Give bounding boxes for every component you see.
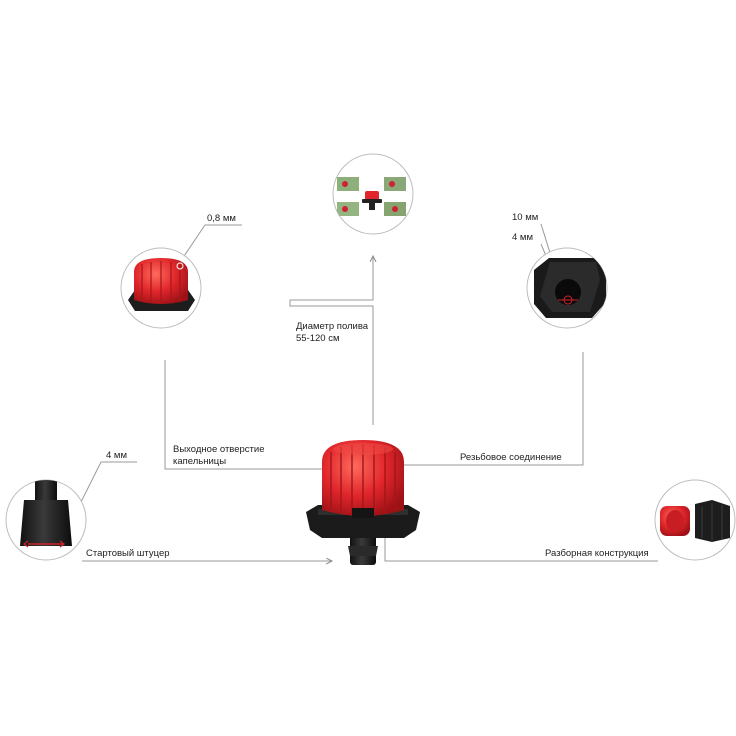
- collapsible-design-label: Разборная конструкция: [545, 548, 649, 559]
- main-dripper: [306, 440, 420, 565]
- outlet-connector: [164, 360, 345, 470]
- starter-size-label: 4 мм: [106, 450, 127, 461]
- thread-connection-label: Резьбовое соединение: [460, 452, 562, 463]
- starter-closeup-circle: [5, 479, 87, 561]
- watering-diameter-line2: 55-120 см: [296, 333, 340, 344]
- outlet-closeup-circle: [120, 247, 202, 329]
- watering-connector: [289, 256, 373, 425]
- connector-lines: [61, 223, 658, 561]
- outlet-leader: [175, 224, 242, 269]
- watering-diameter-line1: Диаметр полива: [296, 321, 369, 332]
- mini-dripper-cap: [365, 191, 379, 200]
- thread-closeup-circle: [526, 247, 608, 329]
- thread-connector: [398, 352, 584, 466]
- outlet-size-label: 0,8 мм: [207, 213, 236, 224]
- watering-demo-circle: [332, 153, 414, 235]
- thread-outer-label: 10 мм: [512, 212, 539, 223]
- watering-diameter-label: Диаметр полива 55-120 см: [296, 321, 368, 345]
- outlet-line2: капельницы: [173, 456, 227, 467]
- starter-fitting-label: Стартовый штуцер: [86, 548, 170, 559]
- outlet-hole-marker: [176, 262, 184, 270]
- collapsible-parts-circle: [654, 479, 736, 561]
- thread-inner-label: 4 мм: [512, 232, 533, 243]
- outlet-label: Выходное отверстие капельницы: [173, 444, 265, 468]
- outlet-line1: Выходное отверстие: [173, 444, 265, 455]
